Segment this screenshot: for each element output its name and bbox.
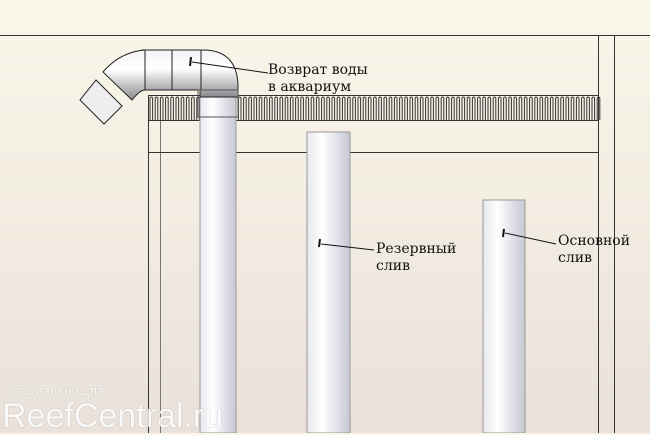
comb-tooth — [466, 96, 471, 120]
comb-tooth — [503, 96, 507, 120]
main-drain-label-line1: Основной — [558, 233, 631, 249]
main-drain-pipe — [482, 199, 526, 433]
comb-tooth — [274, 96, 278, 120]
comb-tooth — [477, 96, 481, 120]
comb-tooth — [482, 96, 486, 120]
watermark-line1: Специально для — [4, 383, 105, 398]
comb-tooth — [321, 96, 325, 120]
comb-tooth — [378, 96, 382, 120]
comb-tooth — [373, 96, 377, 120]
return-label-line2: в аквариум — [268, 79, 352, 95]
comb-tooth — [237, 96, 242, 120]
reserve-drain-label-line1: Резервный — [376, 241, 457, 257]
main-drain-label-line2: слив — [558, 250, 592, 266]
comb-tooth — [149, 96, 154, 120]
comb-tooth — [555, 96, 559, 120]
comb-tooth — [347, 96, 351, 120]
comb-tooth — [326, 96, 330, 120]
comb-tooth — [310, 96, 315, 120]
comb-tooth — [440, 96, 445, 120]
comb-tooth — [263, 96, 268, 120]
comb-tooth — [492, 96, 497, 120]
comb-tooth — [445, 96, 450, 120]
comb-tooth — [388, 96, 393, 120]
comb-tooth — [180, 96, 185, 120]
comb-tooth — [159, 96, 164, 120]
comb-tooth — [300, 96, 304, 120]
return-elbow — [79, 49, 239, 125]
reserve-drain-label-line2: слив — [376, 258, 410, 274]
comb-tooth — [456, 96, 460, 120]
comb-tooth — [565, 96, 570, 120]
comb-tooth — [352, 96, 356, 120]
comb-tooth — [430, 96, 434, 120]
comb-tooth — [253, 96, 258, 120]
comb-tooth — [596, 96, 601, 120]
comb-tooth — [258, 96, 263, 120]
comb-tooth — [341, 96, 346, 120]
comb-tooth — [497, 96, 502, 120]
main-drain-label: Основной слив — [558, 233, 630, 267]
return-label: Возврат воды в аквариум — [268, 62, 368, 96]
comb-tooth — [581, 96, 585, 120]
comb-tooth — [461, 96, 466, 120]
comb-tooth — [414, 96, 419, 120]
comb-tooth — [243, 96, 247, 120]
comb-tooth — [451, 96, 455, 120]
comb-tooth — [248, 96, 252, 120]
comb-tooth — [409, 96, 414, 120]
comb-tooth — [393, 96, 398, 120]
comb-tooth — [529, 96, 533, 120]
comb-tooth — [586, 96, 590, 120]
comb-tooth — [331, 96, 336, 120]
comb-tooth — [419, 96, 424, 120]
comb-tooth — [170, 96, 174, 120]
comb-tooth — [591, 96, 596, 120]
leader-lines — [189, 56, 557, 251]
comb-tooth — [575, 96, 580, 120]
comb-tooth — [570, 96, 575, 120]
comb-tooth — [399, 96, 403, 120]
comb-tooth — [269, 96, 273, 120]
comb-tooth — [289, 96, 294, 120]
comb-tooth — [315, 96, 320, 120]
return-label-line1: Возврат воды — [268, 62, 368, 78]
comb-tooth — [383, 96, 388, 120]
comb-tooth — [185, 96, 190, 120]
comb-tooth — [357, 96, 362, 120]
comb-tooth — [513, 96, 518, 120]
comb-tooth — [471, 96, 476, 120]
comb-tooth — [544, 96, 549, 120]
comb-tooth — [404, 96, 408, 120]
comb-tooth — [487, 96, 492, 120]
comb-tooth — [549, 96, 554, 120]
comb-tooth — [508, 96, 512, 120]
comb-tooth — [539, 96, 544, 120]
comb-tooth — [191, 96, 195, 120]
comb-tooth — [284, 96, 289, 120]
comb-tooth — [165, 96, 169, 120]
reserve-drain-pipe — [306, 131, 351, 433]
comb-tooth — [367, 96, 372, 120]
return-pipe — [199, 95, 237, 433]
watermark-line2: ReefCentral.ru — [2, 397, 224, 435]
comb-tooth — [560, 96, 564, 120]
comb-tooth — [279, 96, 284, 120]
comb-tooth — [435, 96, 440, 120]
comb-tooth — [295, 96, 299, 120]
comb-tooth — [175, 96, 180, 120]
comb-tooth — [305, 96, 310, 120]
comb-tooth — [523, 96, 528, 120]
comb-tooth — [154, 96, 159, 120]
reserve-drain-label: Резервный слив — [376, 241, 456, 275]
comb-tooth — [518, 96, 523, 120]
comb-tooth — [362, 96, 367, 120]
comb-tooth — [425, 96, 429, 120]
comb-tooth — [534, 96, 538, 120]
comb-tooth — [336, 96, 341, 120]
